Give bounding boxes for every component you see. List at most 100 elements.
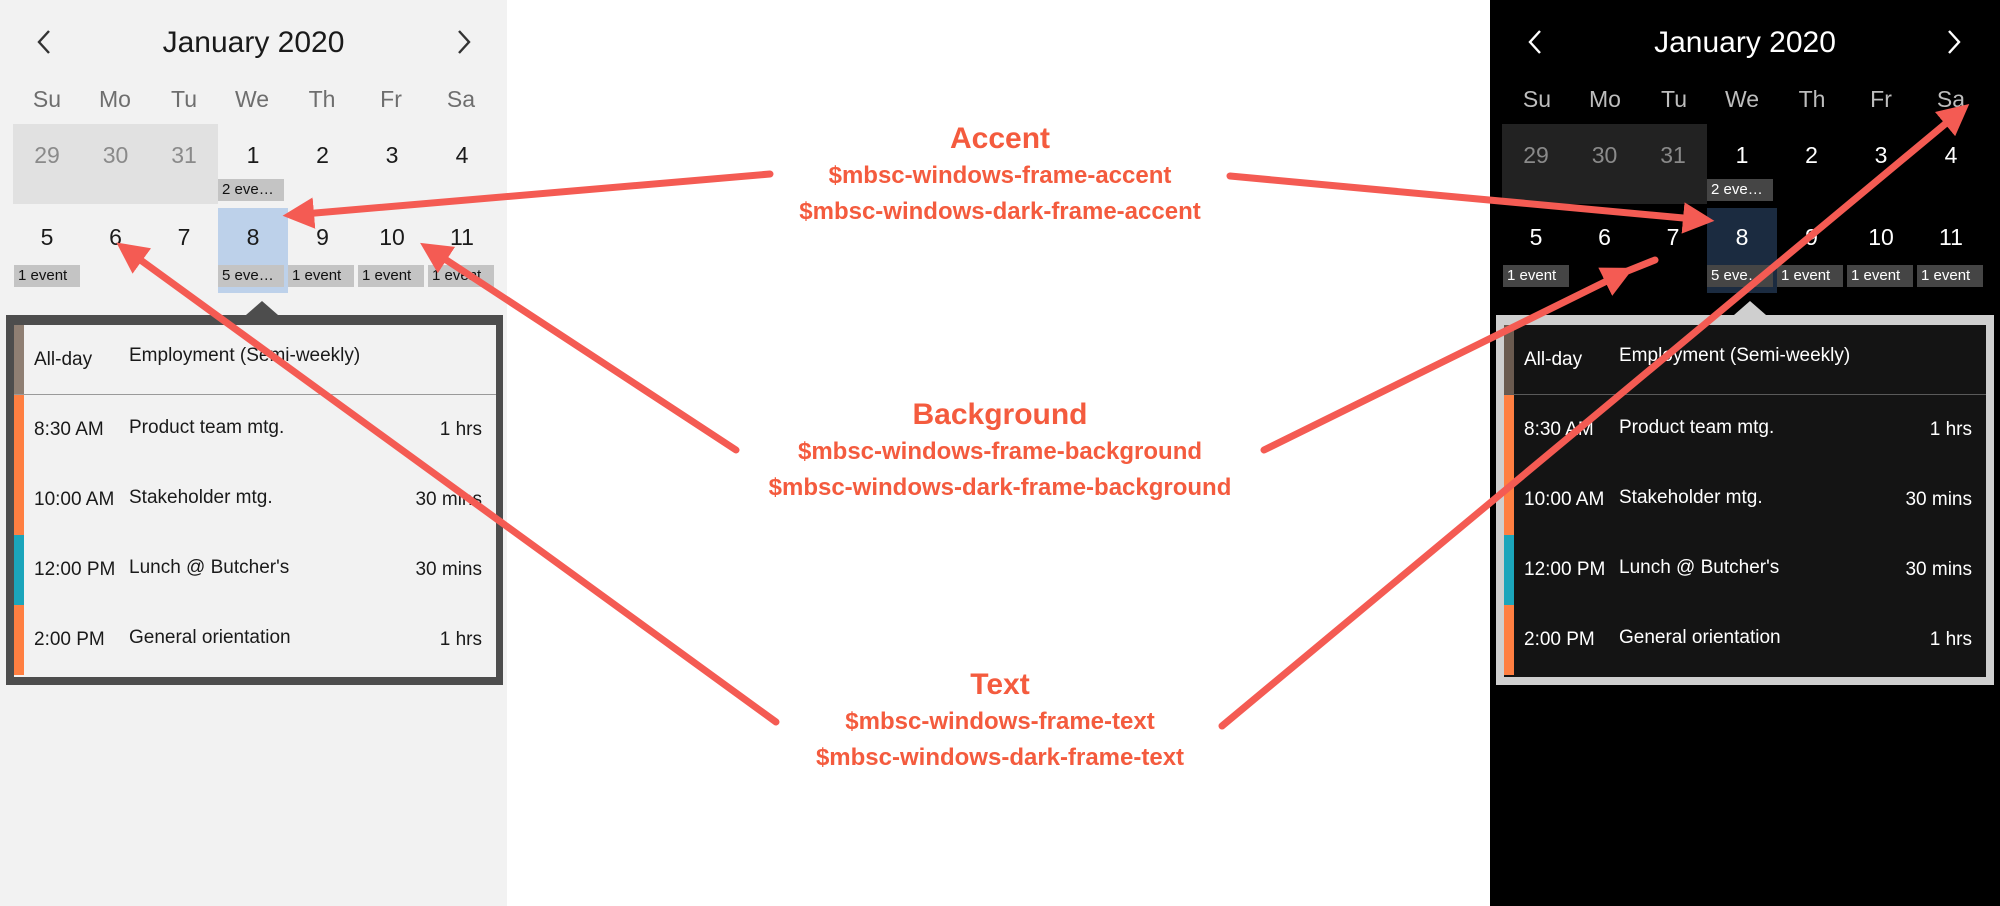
event-list: All-day Employment (Semi-weekly) 8:30 AM… [14, 325, 496, 677]
day-cell[interactable]: 4 [455, 142, 469, 168]
event-title: Product team mtg. [1619, 417, 1775, 438]
event-time: 10:00 AM [1524, 489, 1605, 510]
event-count-label[interactable]: 1 event [1777, 265, 1843, 287]
day-cell[interactable]: 29 [1502, 124, 1570, 204]
annotation-variable: $mbsc-windows-frame-text [845, 708, 1155, 735]
event-time: All-day [34, 349, 93, 370]
event-duration: 30 mins [1905, 559, 1972, 580]
weekday-label: Mo [99, 86, 131, 112]
event-color-bar [14, 465, 24, 535]
event-row[interactable]: 8:30 AM Product team mtg. 1 hrs [14, 395, 496, 465]
day-cell[interactable]: 3 [1874, 142, 1888, 168]
month-title: January 2020 [162, 26, 345, 59]
event-count-label[interactable]: 5 eve… [1707, 265, 1773, 287]
event-duration: 30 mins [415, 489, 482, 510]
event-row[interactable]: All-day Employment (Semi-weekly) [14, 325, 496, 395]
event-row[interactable]: 10:00 AM Stakeholder mtg. 30 mins [1504, 465, 1986, 535]
event-row[interactable]: 10:00 AM Stakeholder mtg. 30 mins [14, 465, 496, 535]
event-duration: 30 mins [1905, 489, 1972, 510]
day-cell[interactable]: 9 [316, 224, 329, 250]
event-title: Stakeholder mtg. [129, 487, 273, 508]
chevron-left-icon [1528, 30, 1541, 54]
day-cell[interactable]: 3 [385, 142, 399, 168]
event-row[interactable]: 2:00 PM General orientation 1 hrs [1504, 605, 1986, 675]
weekday-label: Th [1798, 86, 1826, 112]
event-count-label[interactable]: 1 event [14, 265, 80, 287]
day-cell[interactable]: 4 [1944, 142, 1958, 168]
event-row[interactable]: 12:00 PM Lunch @ Butcher's 30 mins [1504, 535, 1986, 605]
event-title: Employment (Semi-weekly) [129, 345, 361, 366]
day-cell[interactable]: 2 [1805, 142, 1818, 168]
day-cell[interactable]: 29 [13, 124, 81, 204]
prev-month-button[interactable] [1517, 24, 1553, 60]
event-count-label[interactable]: 2 eve… [1707, 179, 1773, 201]
day-cell[interactable]: 11 [450, 224, 474, 250]
event-title: Employment (Semi-weekly) [1619, 345, 1851, 366]
event-count-label[interactable]: 1 event [288, 265, 354, 287]
event-list: All-day Employment (Semi-weekly) 8:30 AM… [1504, 325, 1986, 677]
event-color-bar [14, 535, 24, 605]
day-cell[interactable]: 31 [150, 124, 218, 204]
annotation-variable: $mbsc-windows-dark-frame-accent [799, 198, 1201, 225]
event-color-bar [1504, 395, 1514, 465]
accent-annotation: Accent $mbsc-windows-frame-accent $mbsc-… [740, 120, 1260, 230]
event-count-label[interactable]: 1 event [358, 265, 424, 287]
annotation-variable: $mbsc-windows-frame-background [797, 438, 1203, 465]
popover-arrow [1734, 301, 1766, 315]
annotation-heading: Background [912, 398, 1088, 431]
weekday-label: We [1724, 86, 1760, 112]
day-cell[interactable]: 30 [1570, 124, 1639, 204]
annotation-variable: $mbsc-windows-dark-frame-background [768, 474, 1232, 501]
event-count-label[interactable]: 1 event [428, 265, 494, 287]
annotation-heading: Accent [949, 122, 1051, 155]
event-color-bar [1504, 605, 1514, 675]
event-count-label[interactable]: 1 event [1917, 265, 1983, 287]
event-time: 8:30 AM [1524, 419, 1594, 440]
day-cell[interactable]: 6 [109, 224, 122, 250]
light-calendar: January 2020 Su Mo Tu We Th Fr Sa 29 30 … [0, 0, 507, 906]
day-cell[interactable]: 2 [316, 142, 329, 168]
event-row[interactable]: All-day Employment (Semi-weekly) [1504, 325, 1986, 395]
event-count-label[interactable]: 5 eve… [218, 265, 284, 287]
annotation-variable: $mbsc-windows-frame-accent [828, 162, 1172, 189]
event-count-label[interactable]: 1 event [1847, 265, 1913, 287]
event-popover: All-day Employment (Semi-weekly) 8:30 AM… [6, 301, 503, 685]
background-annotation: Background $mbsc-windows-frame-backgroun… [740, 396, 1260, 506]
day-cell[interactable]: 7 [1666, 224, 1680, 250]
event-time: 2:00 PM [1524, 629, 1595, 650]
event-count-label[interactable]: 1 event [1503, 265, 1569, 287]
event-time: 12:00 PM [34, 559, 116, 580]
event-duration: 1 hrs [1929, 419, 1972, 440]
next-month-button[interactable] [446, 24, 482, 60]
day-cell[interactable]: 5 [40, 224, 54, 250]
day-cell[interactable]: 1 [246, 142, 260, 168]
weekday-label: Sa [446, 86, 476, 112]
event-color-bar [1504, 465, 1514, 535]
event-title: Product team mtg. [129, 417, 285, 438]
weekday-label: Fr [380, 86, 402, 112]
event-time: 10:00 AM [34, 489, 115, 510]
event-color-bar [14, 325, 24, 394]
event-count-label[interactable]: 2 eve… [218, 179, 284, 201]
day-cell[interactable]: 6 [1598, 224, 1611, 250]
event-duration: 30 mins [415, 559, 482, 580]
weekday-label: Sa [1936, 86, 1966, 112]
event-time: 8:30 AM [34, 419, 104, 440]
day-cell[interactable]: 7 [177, 224, 191, 250]
event-row[interactable]: 12:00 PM Lunch @ Butcher's 30 mins [14, 535, 496, 605]
event-time: All-day [1524, 349, 1583, 370]
weekday-label: Tu [1661, 86, 1687, 112]
event-row[interactable]: 2:00 PM General orientation 1 hrs [14, 605, 496, 675]
event-duration: 1 hrs [439, 419, 482, 440]
event-row[interactable]: 8:30 AM Product team mtg. 1 hrs [1504, 395, 1986, 465]
event-duration: 1 hrs [439, 629, 482, 650]
next-month-button[interactable] [1936, 24, 1972, 60]
weekday-label: Tu [171, 86, 197, 112]
prev-month-button[interactable] [26, 24, 62, 60]
weekday-label: Su [1522, 86, 1552, 112]
day-cell[interactable]: 30 [81, 124, 150, 204]
annotation-variable: $mbsc-windows-dark-frame-text [815, 744, 1185, 771]
day-cell[interactable]: 31 [1639, 124, 1707, 204]
month-title: January 2020 [1654, 26, 1836, 59]
event-color-bar [1504, 535, 1514, 605]
